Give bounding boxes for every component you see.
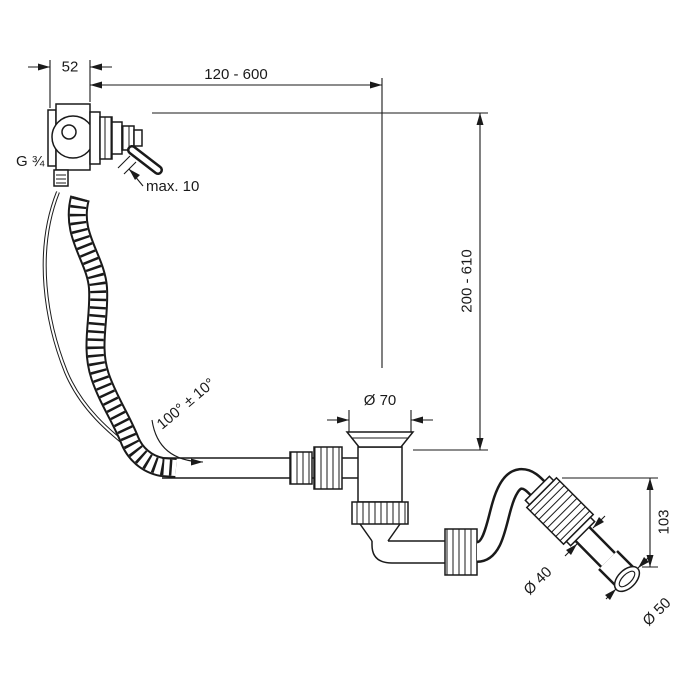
waste-housing: [357, 446, 403, 503]
thread-label: G ¾: [16, 153, 45, 170]
dim-200-610-label: 200 - 610: [459, 249, 476, 312]
waste-taper: [359, 523, 401, 542]
dim-120-600-label: 120 - 600: [204, 66, 267, 83]
outlet-knurl-nut: [524, 475, 596, 547]
overflow-pipe: [162, 446, 370, 490]
trap-knurl-nut: [444, 528, 478, 576]
overflow-filler-unit: [47, 103, 163, 187]
rosette-ring-2: [99, 116, 113, 160]
dia-50-label: Ø 50: [639, 594, 674, 629]
dim-120-600-lines: [90, 78, 383, 368]
max-10-label: max. 10: [146, 178, 199, 195]
rosette-cap: [133, 129, 143, 147]
thread-hatch: [56, 174, 66, 184]
angle-label: 100° ± 10°: [154, 375, 219, 433]
pipe-union-nut-2: [313, 446, 343, 490]
dia-40-label: Ø 40: [520, 563, 555, 598]
pipe-union-nut-1: [289, 451, 313, 485]
hose-ribs: [69, 195, 177, 476]
dim-103-label: 103: [656, 509, 673, 534]
dimensions: [28, 60, 658, 601]
outlet-opening: [613, 565, 641, 593]
dia-70-label: Ø 70: [364, 392, 397, 409]
rosette-ring-3: [111, 121, 123, 155]
drain-outlet-pipe: [371, 467, 641, 593]
waste-knurl-nut: [351, 501, 409, 525]
filler-knob-inner: [61, 124, 77, 140]
elbow-outer: [371, 541, 445, 564]
waste-body: [345, 431, 415, 542]
flexible-hose: [67, 195, 177, 478]
thread-stub: [53, 169, 69, 187]
rosette-ring-1: [89, 111, 101, 165]
dim-52-label: 52: [62, 59, 79, 76]
dim-200-610-lines: [152, 112, 488, 451]
dim-52-lines: [28, 60, 112, 108]
waste-flange: [345, 431, 415, 448]
dim-70-lines: [327, 410, 433, 432]
outlet-opening-inner: [618, 570, 636, 588]
